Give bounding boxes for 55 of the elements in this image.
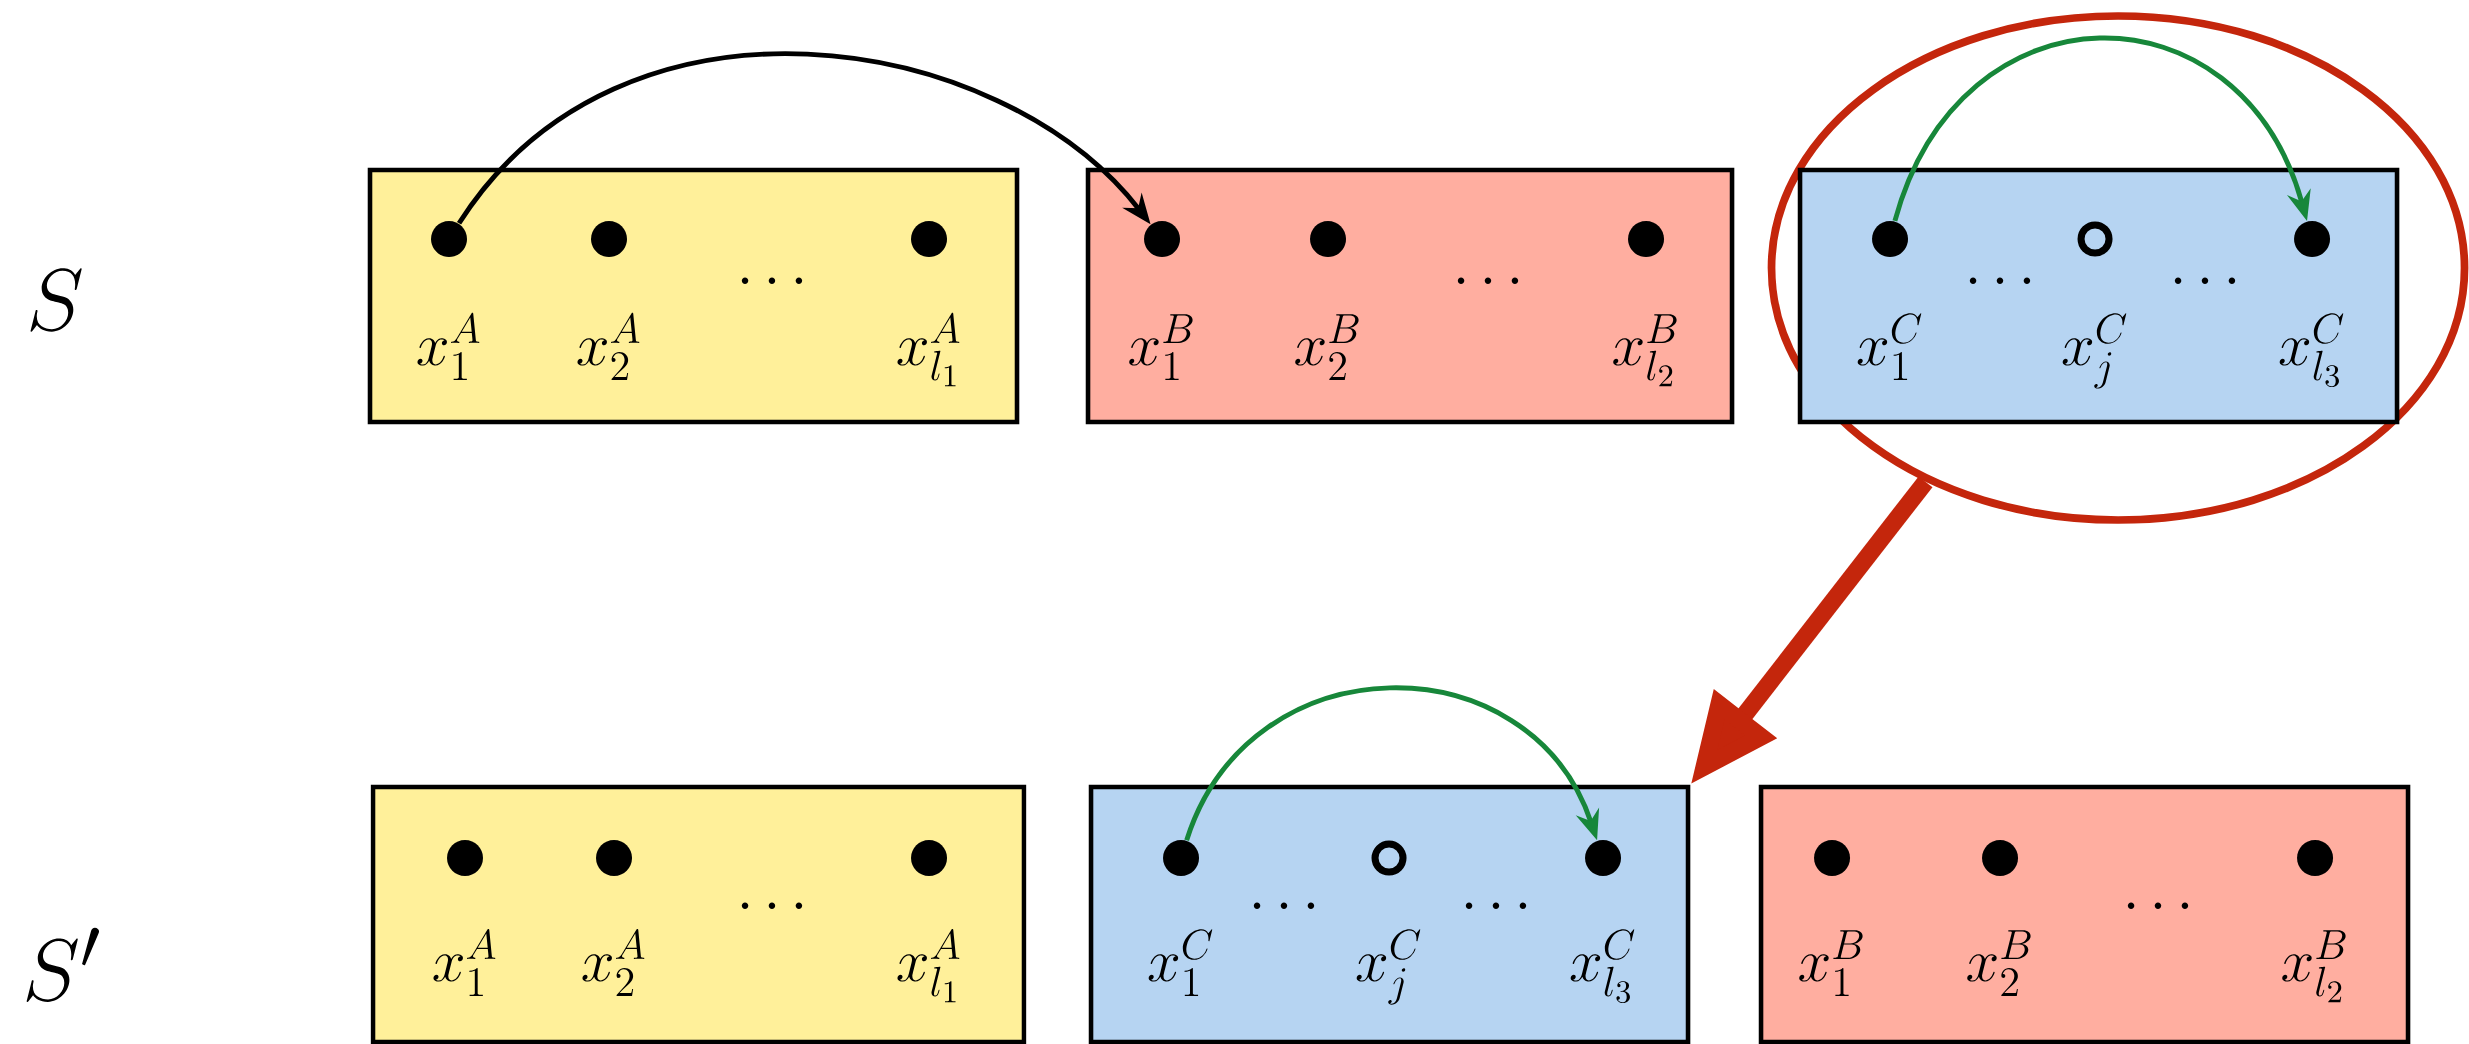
ellipsis: $\cdots$: [741, 277, 803, 285]
dot: [1628, 221, 1665, 257]
arrow: [1892, 35, 2311, 222]
variable-label: $x_{l_3}^C$: [1570, 929, 1635, 1004]
variable-label: $x_1^C$: [1148, 929, 1213, 997]
variable-label: $x_j^C$: [2062, 313, 2127, 389]
set-label: $S$: [30, 268, 82, 332]
dot: [591, 221, 627, 257]
group-box: [1758, 784, 2411, 1044]
arrow: [1184, 685, 1600, 842]
ring: [1371, 840, 1407, 876]
dot: [1872, 221, 1909, 257]
dot: [911, 840, 947, 876]
dot: [1982, 840, 2019, 876]
dot: [1310, 221, 1346, 257]
variable-label: $x_{l_1}^A$: [897, 312, 960, 387]
dot: [1163, 840, 1199, 876]
variable-label: $x_1^A$: [433, 928, 496, 997]
set-label: $S'$: [26, 927, 100, 1002]
highlight-ellipse: [1767, 12, 2469, 524]
variable-label: $x_2^B$: [1967, 930, 2031, 997]
dot: [1814, 840, 1851, 876]
variable-label: $x_2^A$: [577, 312, 640, 380]
group-box: [1088, 784, 1691, 1044]
variable-label: $x_j^C$: [1356, 929, 1421, 1005]
variable-label: $x_{l_2}^B$: [2282, 930, 2346, 1003]
dot: [431, 221, 467, 257]
ring: [2077, 221, 2113, 257]
variable-label: $x_1^B$: [1799, 930, 1863, 997]
variable-label: $x_{l_2}^B$: [1613, 314, 1677, 387]
group-box: [1085, 167, 1735, 425]
ellipsis: $\cdots$: [2174, 277, 2236, 285]
dot: [2297, 840, 2334, 876]
variable-label: $x_1^B$: [1129, 314, 1193, 380]
dot: [2294, 221, 2331, 257]
variable-label: $x_{l_1}^A$: [897, 928, 960, 1003]
ellipsis: $\cdots$: [741, 902, 803, 910]
dot: [596, 840, 632, 876]
ellipsis: $\cdots$: [1969, 277, 2031, 285]
group-box: [1797, 167, 2400, 425]
dot: [911, 221, 947, 257]
variable-label: $x_1^C$: [1857, 313, 1922, 380]
dot: [1144, 221, 1180, 257]
ellipsis: $\cdots$: [1457, 277, 1519, 285]
group-box: [370, 784, 1027, 1044]
group-box: [367, 167, 1020, 425]
variable-label: $x_{l_3}^C$: [2279, 313, 2344, 388]
ellipsis: $\cdots$: [1465, 902, 1527, 910]
ellipsis: $\cdots$: [1253, 902, 1315, 910]
variable-label: $x_2^A$: [582, 928, 645, 997]
variable-label: $x_1^A$: [417, 312, 480, 380]
dot: [1585, 840, 1621, 876]
variable-label: $x_2^B$: [1295, 314, 1359, 380]
dot: [447, 840, 483, 876]
ellipsis: $\cdots$: [2127, 902, 2189, 910]
